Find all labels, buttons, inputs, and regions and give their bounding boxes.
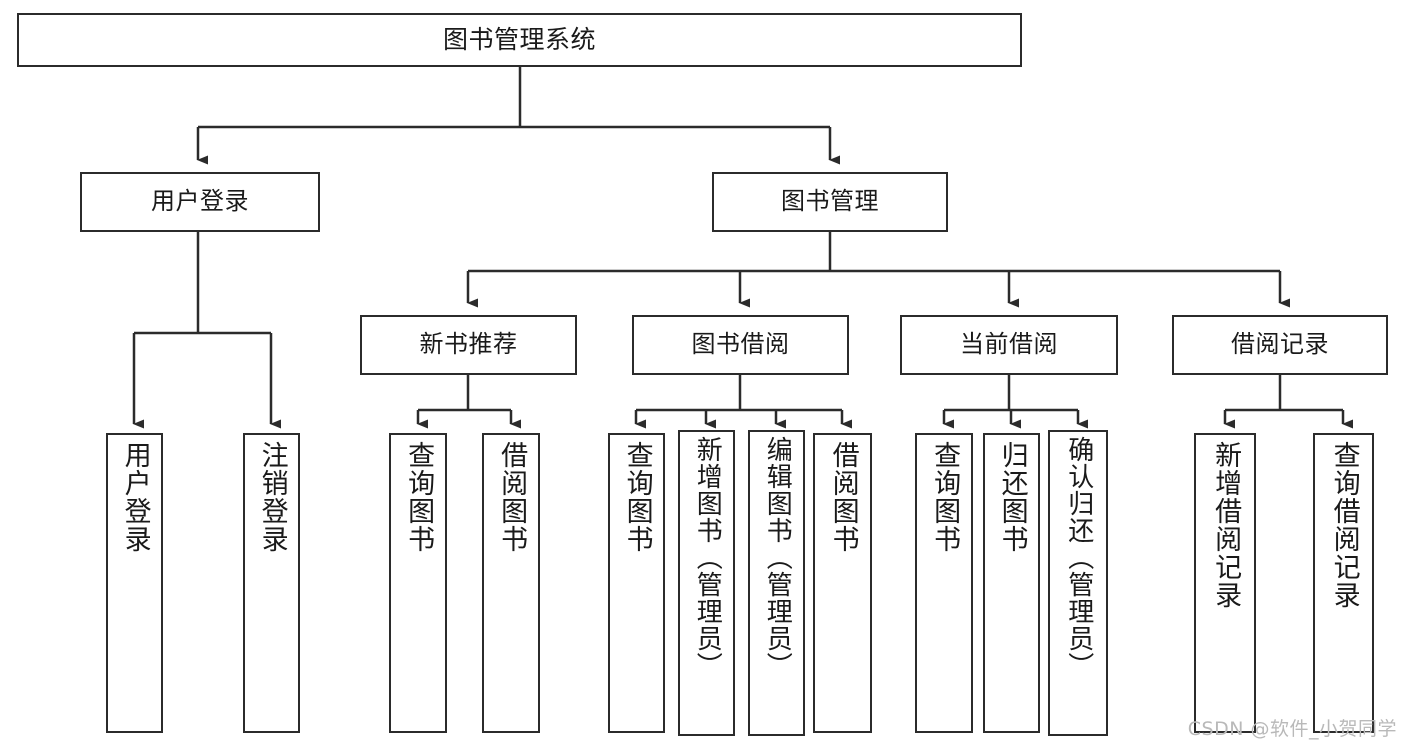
leaf-query-borrow-record-label: 查询借阅记录 (1328, 441, 1360, 609)
leaf-logout-label: 注销登录 (256, 441, 288, 553)
node-book-management-label: 图书管理 (781, 187, 879, 216)
leaf-query-book-borrow-label: 查询图书 (621, 441, 653, 553)
leaf-query-book-borrow[interactable]: 查询图书 (608, 433, 665, 733)
leaf-borrow-book-recommend[interactable]: 借阅图书 (482, 433, 540, 733)
node-current-borrow[interactable]: 当前借阅 (900, 315, 1118, 375)
leaf-add-borrow-record[interactable]: 新增借阅记录 (1194, 433, 1256, 733)
leaf-edit-book[interactable]: 编辑图书（管理员） (748, 430, 805, 736)
leaf-user-login[interactable]: 用户登录 (106, 433, 163, 733)
leaf-query-book-current[interactable]: 查询图书 (915, 433, 973, 733)
node-root-label: 图书管理系统 (442, 24, 596, 54)
leaf-return-book-label: 归还图书 (996, 441, 1028, 553)
leaf-borrow-book-recommend-label: 借阅图书 (496, 441, 528, 553)
leaf-query-book-current-label: 查询图书 (929, 441, 961, 553)
node-book-borrow[interactable]: 图书借阅 (632, 315, 849, 375)
node-user-login-label: 用户登录 (151, 187, 249, 216)
node-book-borrow-label: 图书借阅 (691, 330, 790, 359)
leaf-query-book-recommend[interactable]: 查询图书 (389, 433, 447, 733)
leaf-query-book-recommend-label: 查询图书 (403, 441, 435, 553)
node-current-borrow-label: 当前借阅 (960, 330, 1058, 359)
leaf-user-login-label: 用户登录 (119, 441, 151, 553)
leaf-logout[interactable]: 注销登录 (243, 433, 300, 733)
node-new-book-recommend[interactable]: 新书推荐 (360, 315, 577, 375)
node-borrow-record[interactable]: 借阅记录 (1172, 315, 1388, 375)
leaf-query-borrow-record[interactable]: 查询借阅记录 (1313, 433, 1374, 733)
leaf-edit-book-label: 编辑图书（管理员） (762, 436, 793, 679)
leaf-confirm-return-label: 确认归还（管理员） (1063, 436, 1094, 679)
node-new-book-recommend-label: 新书推荐 (419, 330, 518, 359)
leaf-return-book[interactable]: 归还图书 (983, 433, 1040, 733)
node-book-management[interactable]: 图书管理 (712, 172, 948, 232)
node-borrow-record-label: 借阅记录 (1231, 330, 1329, 359)
leaf-confirm-return[interactable]: 确认归还（管理员） (1048, 430, 1108, 736)
leaf-borrow-book[interactable]: 借阅图书 (813, 433, 872, 733)
node-user-login[interactable]: 用户登录 (80, 172, 320, 232)
leaf-add-book[interactable]: 新增图书（管理员） (678, 430, 735, 736)
leaf-add-book-label: 新增图书（管理员） (692, 436, 723, 679)
node-root[interactable]: 图书管理系统 (17, 13, 1022, 67)
leaf-borrow-book-label: 借阅图书 (827, 441, 859, 553)
leaf-add-borrow-record-label: 新增借阅记录 (1210, 441, 1242, 609)
csdn-watermark: CSDN @软件_小贺同学 (1187, 718, 1397, 740)
